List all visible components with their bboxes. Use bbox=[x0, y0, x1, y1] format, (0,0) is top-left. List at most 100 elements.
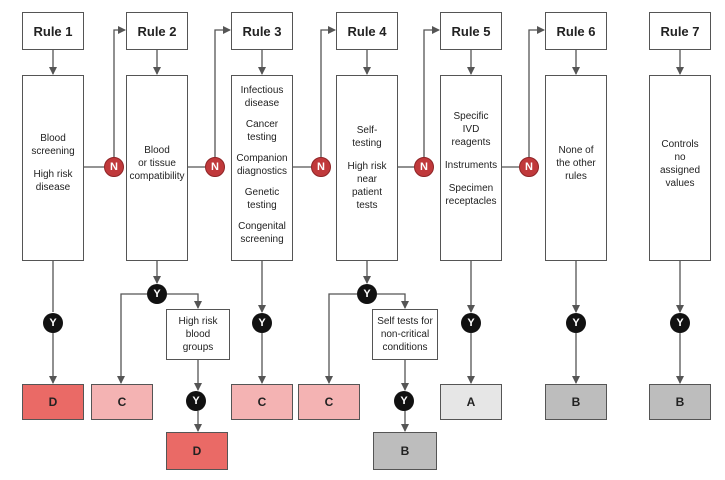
rule-1-conditions: Blood screening High risk disease bbox=[22, 75, 84, 261]
result-class-c: C bbox=[231, 384, 293, 420]
condition-line: disease bbox=[35, 182, 71, 193]
condition-group: High risk near patient tests bbox=[348, 160, 387, 212]
result-class-b: B bbox=[649, 384, 711, 420]
result-class-a: A bbox=[440, 384, 502, 420]
condition-line: screening bbox=[31, 146, 75, 157]
condition-line: Blood bbox=[40, 133, 66, 144]
yes-connector-rule-2: Y bbox=[147, 284, 167, 304]
yes-connector-rule-5: Y bbox=[461, 313, 481, 333]
condition-line: Infectious bbox=[240, 85, 284, 96]
condition-line: Controls bbox=[661, 139, 699, 150]
condition-group: Blood or tissue compatibility bbox=[129, 144, 184, 183]
result-class-b: B bbox=[545, 384, 607, 420]
no-path-2-up bbox=[214, 26, 231, 157]
condition-line: or tissue bbox=[138, 158, 176, 169]
no-path-1-up bbox=[113, 26, 126, 157]
condition-line: compatibility bbox=[129, 171, 185, 182]
condition-line: Congenital bbox=[238, 221, 286, 232]
rule-6-conditions: None of the other rules bbox=[545, 75, 607, 261]
rule-4-title: Rule 4 bbox=[336, 12, 398, 50]
condition-line: IVD bbox=[462, 124, 480, 135]
condition-group: Instruments bbox=[445, 159, 497, 172]
condition-group: Controls no assigned values bbox=[660, 138, 700, 190]
condition-line: near bbox=[356, 174, 377, 185]
rule-1-title: Rule 1 bbox=[22, 12, 84, 50]
rule-4-yes-to-c bbox=[325, 293, 357, 384]
condition-line: testing bbox=[247, 200, 277, 211]
no-path-3-up bbox=[320, 26, 336, 157]
condition-line: tests bbox=[356, 200, 378, 211]
condition-line: blood bbox=[185, 329, 211, 340]
yes-connector-rule-6: Y bbox=[566, 313, 586, 333]
condition-line: High risk bbox=[33, 169, 73, 180]
condition-line: reagents bbox=[451, 137, 491, 148]
condition-group: High risk disease bbox=[34, 168, 73, 194]
condition-line: diagnostics bbox=[236, 166, 288, 177]
condition-line: None of bbox=[558, 145, 594, 156]
rule-3-conditions: Infectious disease Cancer testing Companio… bbox=[231, 75, 293, 261]
yes-connector-rule-4-sub: Y bbox=[394, 391, 414, 411]
result-class-b: B bbox=[373, 432, 437, 470]
no-connector-2: N bbox=[205, 157, 225, 177]
yes-connector-rule-7: Y bbox=[670, 313, 690, 333]
condition-line: values bbox=[665, 178, 695, 189]
yes-connector-rule-3: Y bbox=[252, 313, 272, 333]
no-connector-1: N bbox=[104, 157, 124, 177]
condition-line: High risk bbox=[178, 316, 218, 327]
result-class-c: C bbox=[298, 384, 360, 420]
rule-2-conditions: Blood or tissue compatibility bbox=[126, 75, 188, 261]
condition-line: screening bbox=[240, 234, 284, 245]
yes-connector-rule-1: Y bbox=[43, 313, 63, 333]
condition-line: assigned bbox=[659, 165, 701, 176]
rule-6-title: Rule 6 bbox=[545, 12, 607, 50]
rule-3-title: Rule 3 bbox=[231, 12, 293, 50]
rule-5-title: Rule 5 bbox=[440, 12, 502, 50]
condition-line: Specific bbox=[453, 111, 489, 122]
condition-group: Infectious disease bbox=[241, 84, 284, 110]
rule-2-yes-to-sub bbox=[167, 293, 202, 309]
condition-line: Companion bbox=[236, 153, 288, 164]
condition-line: the other bbox=[556, 158, 596, 169]
result-class-d: D bbox=[22, 384, 84, 420]
no-connector-3: N bbox=[311, 157, 331, 177]
condition-line: groups bbox=[182, 342, 214, 353]
condition-line: no bbox=[674, 152, 686, 163]
no-connector-5: N bbox=[519, 157, 539, 177]
yes-connector-rule-4: Y bbox=[357, 284, 377, 304]
condition-group: Cancer testing bbox=[246, 118, 278, 144]
rule-7-title: Rule 7 bbox=[649, 12, 711, 50]
condition-line: testing bbox=[247, 132, 277, 143]
condition-line: Genetic bbox=[244, 187, 280, 198]
rule-4-sub-condition: Self tests for non-critical conditions bbox=[372, 309, 438, 360]
no-connector-4: N bbox=[414, 157, 434, 177]
condition-line: Instruments bbox=[444, 160, 498, 171]
condition-line: Cancer bbox=[245, 119, 279, 130]
no-path-4-up bbox=[423, 26, 440, 157]
no-path-5-up bbox=[528, 26, 545, 157]
condition-line: Self- bbox=[356, 125, 378, 136]
condition-line: rules bbox=[565, 171, 587, 182]
rule-2-title: Rule 2 bbox=[126, 12, 188, 50]
rule-4-yes-to-sub bbox=[377, 293, 409, 309]
condition-group: Congenital screening bbox=[238, 220, 286, 246]
condition-group: Genetic testing bbox=[245, 186, 279, 212]
result-class-c: C bbox=[91, 384, 153, 420]
condition-line: Specimen bbox=[448, 183, 494, 194]
condition-line: patient bbox=[351, 187, 383, 198]
condition-line: conditions bbox=[382, 342, 428, 353]
condition-line: High risk bbox=[347, 161, 387, 172]
condition-line: disease bbox=[244, 98, 280, 109]
rule-2-sub-condition: High risk blood groups bbox=[166, 309, 230, 360]
rule-7-conditions: Controls no assigned values bbox=[649, 75, 711, 261]
condition-group: None of the other rules bbox=[556, 144, 595, 183]
condition-group: Blood screening bbox=[31, 132, 74, 158]
condition-line: non-critical bbox=[380, 329, 430, 340]
condition-line: Blood bbox=[144, 145, 170, 156]
condition-line: Self tests for bbox=[377, 316, 433, 327]
